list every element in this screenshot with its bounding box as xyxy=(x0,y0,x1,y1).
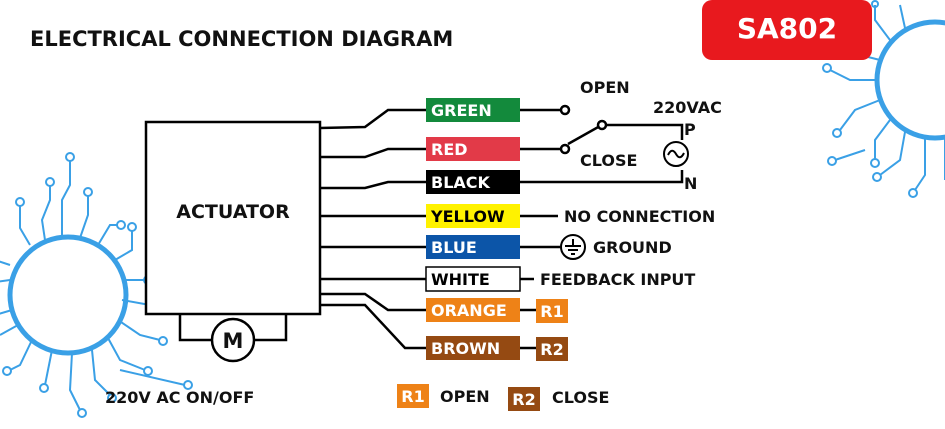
switch-contact-open xyxy=(559,104,571,116)
switch-blade xyxy=(567,124,601,146)
motor: M xyxy=(178,314,288,363)
wire-blue-swatch xyxy=(426,235,520,259)
wire-red-label: RED xyxy=(431,140,468,159)
switch-circuit xyxy=(520,104,684,184)
switch-close-label: CLOSE xyxy=(580,151,637,170)
wire-blue-label: BLUE xyxy=(431,238,477,257)
legend-r1-text: OPEN xyxy=(440,387,490,406)
actuator-label: ACTUATOR xyxy=(176,201,290,223)
wire-black-label: BLACK xyxy=(431,173,491,192)
switch-contact-close xyxy=(559,143,571,155)
wire-yellow-swatch xyxy=(426,204,520,228)
wire-line-green xyxy=(319,108,426,130)
motor-leads xyxy=(178,314,288,342)
wire-line-orange xyxy=(320,292,426,312)
wire-green: GREEN xyxy=(426,98,520,122)
legend-r2-text: CLOSE xyxy=(552,388,609,407)
r1-terminal-box xyxy=(536,299,568,323)
wire-line-brown xyxy=(320,303,426,350)
wire-orange: ORANGE xyxy=(426,298,520,322)
wire-line-black xyxy=(320,180,426,190)
legend-r2-box xyxy=(508,387,540,411)
r2-terminal-box xyxy=(536,337,568,361)
legend-r2-label: R2 xyxy=(512,390,535,409)
wire-yellow-label: YELLOW xyxy=(430,207,505,226)
model-badge: SA802 xyxy=(702,0,872,60)
switch-open-label: OPEN xyxy=(580,78,630,97)
actuator-box xyxy=(144,120,322,316)
wire-green-label: GREEN xyxy=(431,101,492,120)
wire-white-swatch xyxy=(425,266,521,292)
wire-blue: BLUE xyxy=(426,235,520,259)
wire-brown: BROWN xyxy=(426,336,520,360)
wire-brown-swatch xyxy=(426,336,520,360)
supply-n-label: N xyxy=(684,174,697,193)
supply-voltage-label: 220VAC xyxy=(653,98,722,117)
feedback-input-label: FEEDBACK INPUT xyxy=(540,270,695,289)
ac-source-icon xyxy=(663,141,689,167)
wire-black: BLACK xyxy=(426,170,520,194)
wire-brown-label: BROWN xyxy=(431,339,500,358)
legend-r1-box xyxy=(397,384,429,408)
motor-symbol xyxy=(210,317,256,363)
r1-terminal-label: R1 xyxy=(540,302,563,321)
wire-white: WHITE xyxy=(425,266,521,292)
wire-red: RED xyxy=(426,137,520,161)
motor-label: M xyxy=(223,329,244,353)
wire-black-swatch xyxy=(426,170,520,194)
wire-white-label: WHITE xyxy=(431,270,490,289)
r2-terminal-label: R2 xyxy=(540,340,563,359)
wire-orange-swatch xyxy=(426,298,520,322)
wire-line-red xyxy=(320,147,426,159)
no-connection-label: NO CONNECTION xyxy=(564,207,715,226)
legend-r1-label: R1 xyxy=(401,387,424,406)
wire-orange-label: ORANGE xyxy=(431,301,507,320)
switch-pivot xyxy=(596,119,608,131)
ground-label: GROUND xyxy=(593,238,672,257)
model-badge-label: SA802 xyxy=(737,12,837,45)
power-note: 220V AC ON/OFF xyxy=(105,388,254,407)
wire-yellow: YELLOW xyxy=(426,204,520,228)
wire-green-swatch xyxy=(426,98,520,122)
model-badge-background xyxy=(702,0,872,60)
supply-p-label: P xyxy=(684,120,696,139)
wire-labels: GREEN RED BLACK YELLOW BLUE WHITE ORANGE xyxy=(425,98,521,360)
ground-icon xyxy=(560,234,586,260)
legend: R1 OPEN R2 CLOSE xyxy=(397,384,609,411)
diagram-title: ELECTRICAL CONNECTION DIAGRAM xyxy=(30,27,453,51)
wire-red-swatch xyxy=(426,137,520,161)
supply-p-lead xyxy=(605,123,684,140)
neutral-lead xyxy=(520,170,684,184)
wire-lines xyxy=(319,108,426,350)
